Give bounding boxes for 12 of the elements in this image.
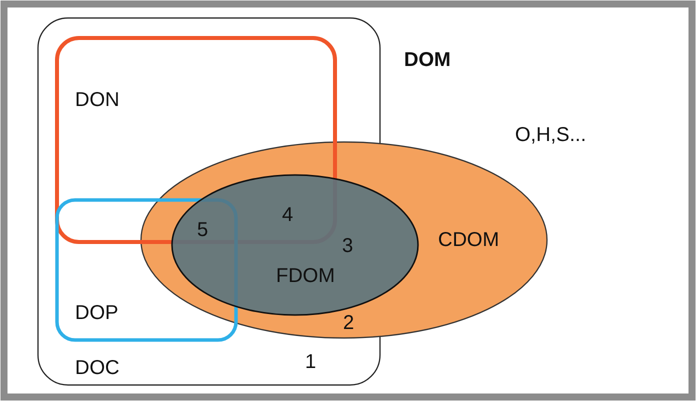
set-label: DON	[75, 90, 120, 110]
set-label: CDOM	[438, 230, 500, 250]
region-number: 2	[343, 313, 354, 333]
set-label: DOP	[75, 303, 118, 323]
note-text: O,H,S...	[515, 125, 586, 145]
region-number: 1	[305, 352, 316, 372]
set-label: FDOM	[276, 266, 335, 286]
region-number: 5	[197, 220, 208, 240]
region-number: 4	[282, 205, 294, 225]
region-number: 3	[342, 236, 354, 256]
set-label: DOM	[404, 50, 451, 70]
set-label: DOC	[75, 358, 120, 378]
